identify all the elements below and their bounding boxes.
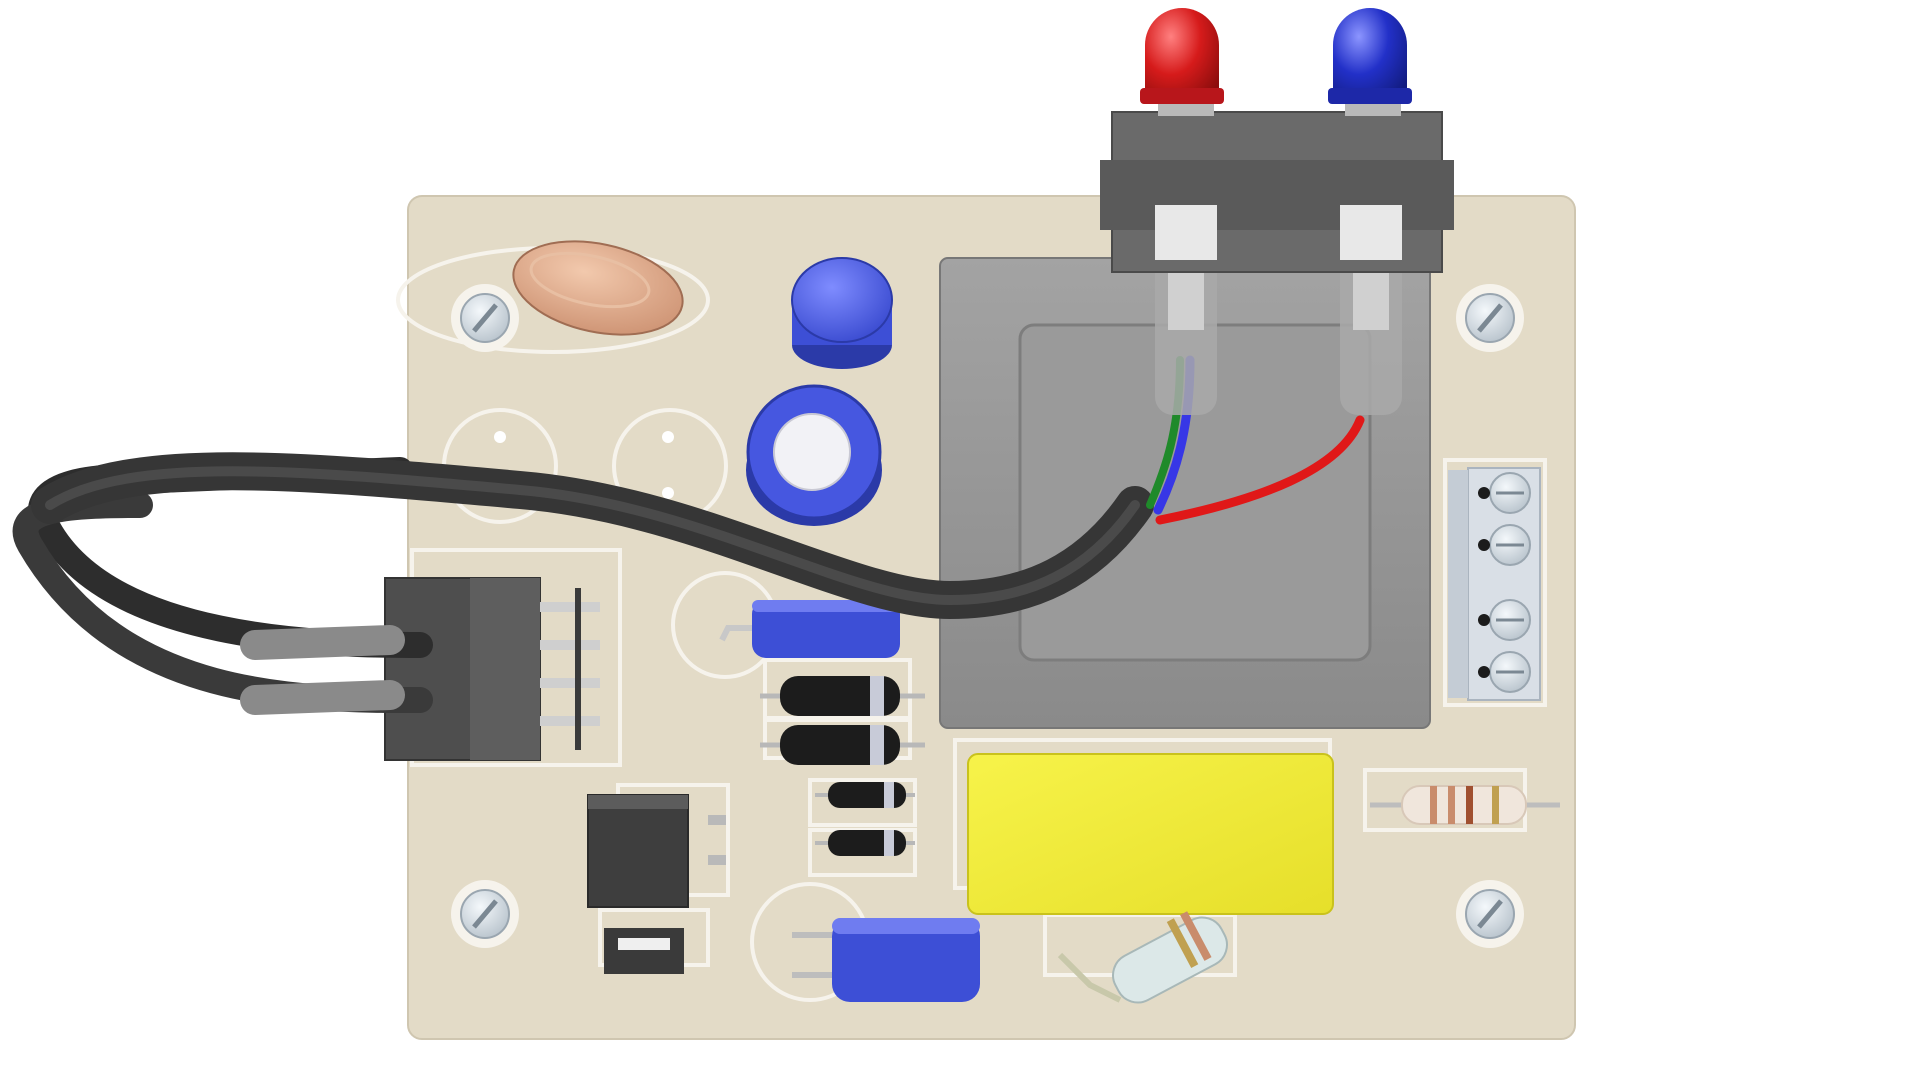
switch-housing bbox=[1100, 111, 1454, 273]
terminal-screw-3 bbox=[1478, 599, 1531, 641]
screw-bottom-left bbox=[451, 880, 519, 948]
film-capacitor bbox=[967, 753, 1334, 915]
capacitor-lying-bottom bbox=[792, 918, 980, 1002]
pin-header-connector bbox=[384, 577, 600, 761]
resistor-right bbox=[1370, 785, 1560, 825]
screw-top-right bbox=[1456, 284, 1524, 352]
terminal-screw-4 bbox=[1478, 651, 1531, 693]
crimp-terminal-left bbox=[1155, 255, 1217, 415]
empty-pad-right bbox=[662, 431, 674, 499]
terminal-screw-2 bbox=[1478, 524, 1531, 566]
red-led bbox=[1140, 8, 1224, 116]
crimp-terminal-right bbox=[1340, 255, 1402, 415]
blue-led bbox=[1328, 8, 1412, 116]
terminal-block bbox=[1448, 467, 1541, 701]
diode-2 bbox=[760, 725, 925, 765]
cable-main bbox=[31, 452, 1154, 620]
capacitor-large bbox=[746, 384, 882, 526]
resistor-bottom bbox=[1057, 911, 1228, 1004]
capacitor-small-top bbox=[791, 257, 893, 369]
terminal-screw-1 bbox=[1478, 472, 1531, 514]
varistor-disc bbox=[512, 240, 684, 336]
diode-3 bbox=[815, 782, 915, 808]
screw-bottom-right bbox=[1456, 880, 1524, 948]
jumper-header bbox=[604, 928, 684, 974]
screw-top-left bbox=[451, 284, 519, 352]
transformer bbox=[939, 257, 1431, 729]
diode-4 bbox=[815, 830, 915, 856]
voltage-regulator bbox=[587, 794, 726, 908]
diode-1 bbox=[760, 676, 925, 716]
